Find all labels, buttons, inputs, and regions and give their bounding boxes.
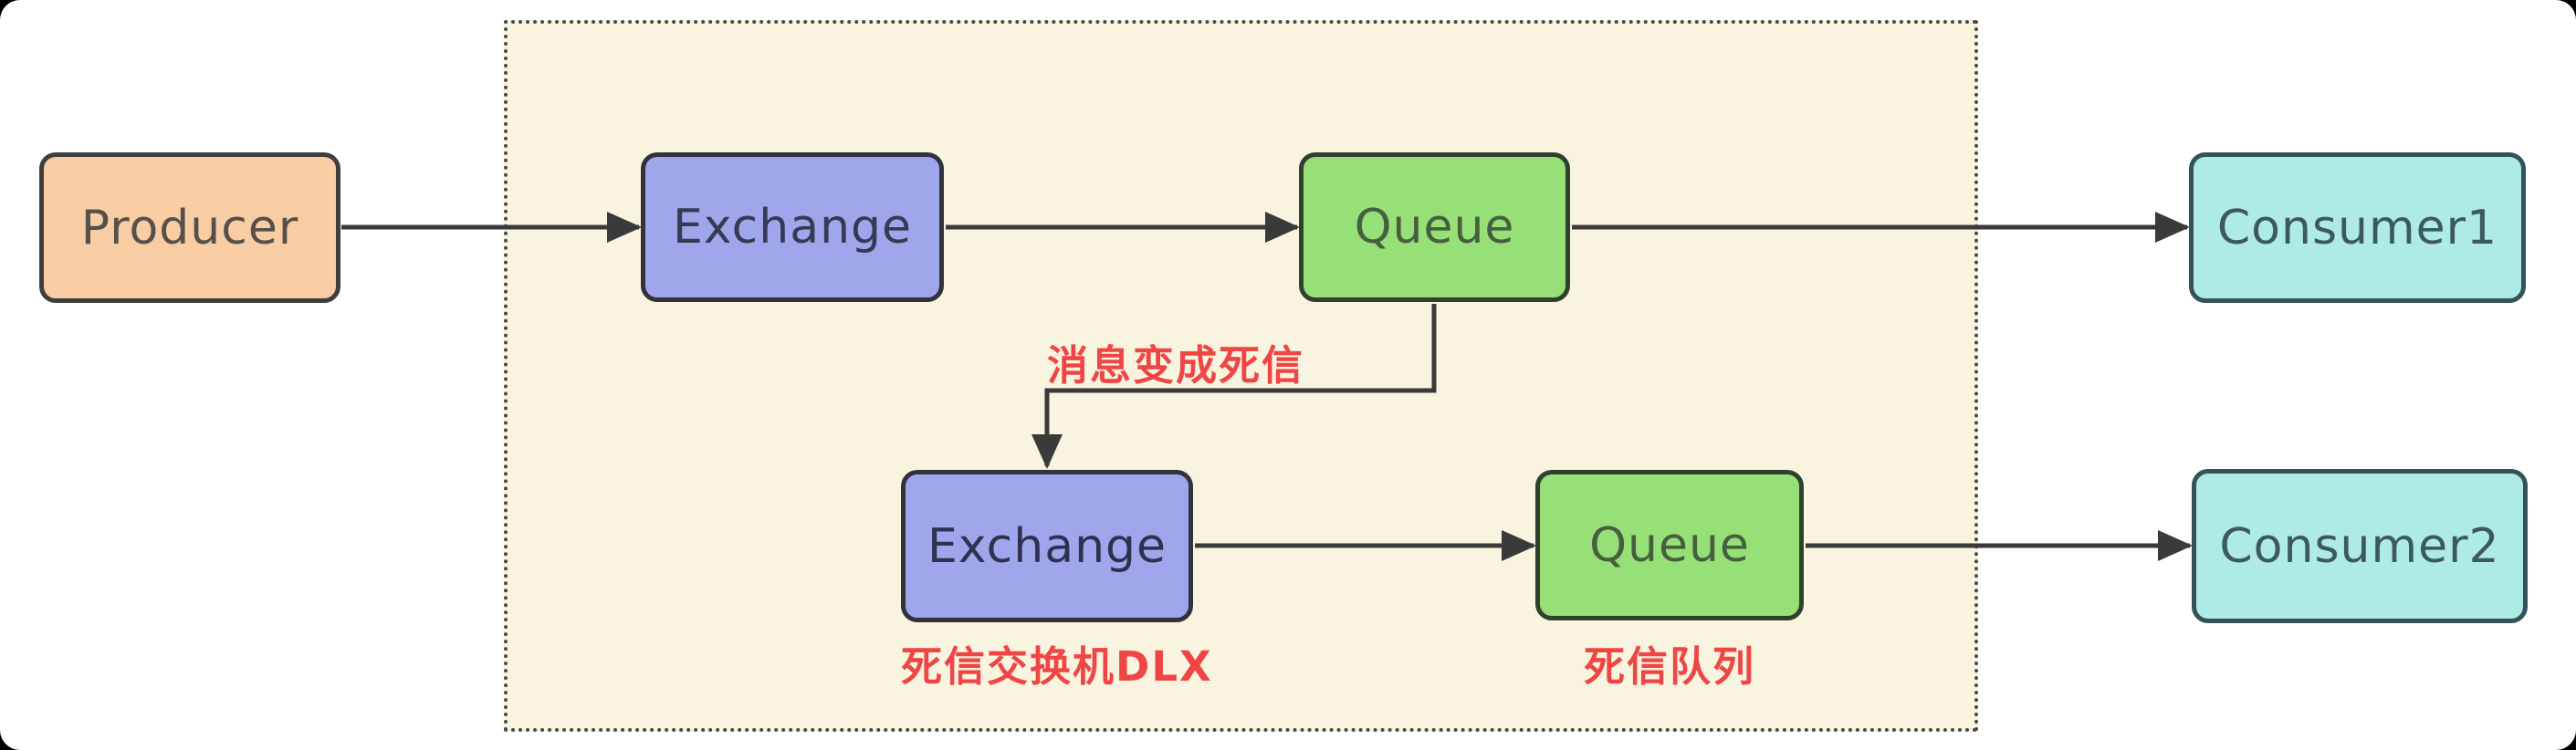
consumer2-node: Consumer2 — [2192, 469, 2528, 623]
annotation-message-becomes-dead-letter: 消息变成死信 — [1047, 341, 1305, 390]
dead-letter-queue-node: Queue — [1535, 470, 1804, 620]
dead-letter-queue-label: Queue — [1589, 517, 1750, 573]
main-queue-label: Queue — [1354, 200, 1515, 255]
consumer2-label: Consumer2 — [2219, 518, 2500, 574]
arrow-queue-to-dlx-elbow — [1031, 304, 1437, 469]
producer-node: Producer — [39, 152, 340, 303]
dlx-exchange-label: Exchange — [927, 518, 1168, 574]
producer-label: Producer — [80, 200, 299, 255]
annotation-dead-letter-exchange-dlx: 死信交换机DLX — [901, 642, 1213, 691]
main-exchange-label: Exchange — [672, 200, 913, 255]
consumer1-node: Consumer1 — [2189, 152, 2526, 303]
consumer1-label: Consumer1 — [2216, 200, 2498, 255]
main-queue-node: Queue — [1299, 152, 1570, 302]
annotation-dead-letter-queue: 死信队列 — [1583, 642, 1755, 691]
main-exchange-node: Exchange — [641, 152, 944, 302]
dlx-exchange-node: Exchange — [901, 470, 1193, 622]
